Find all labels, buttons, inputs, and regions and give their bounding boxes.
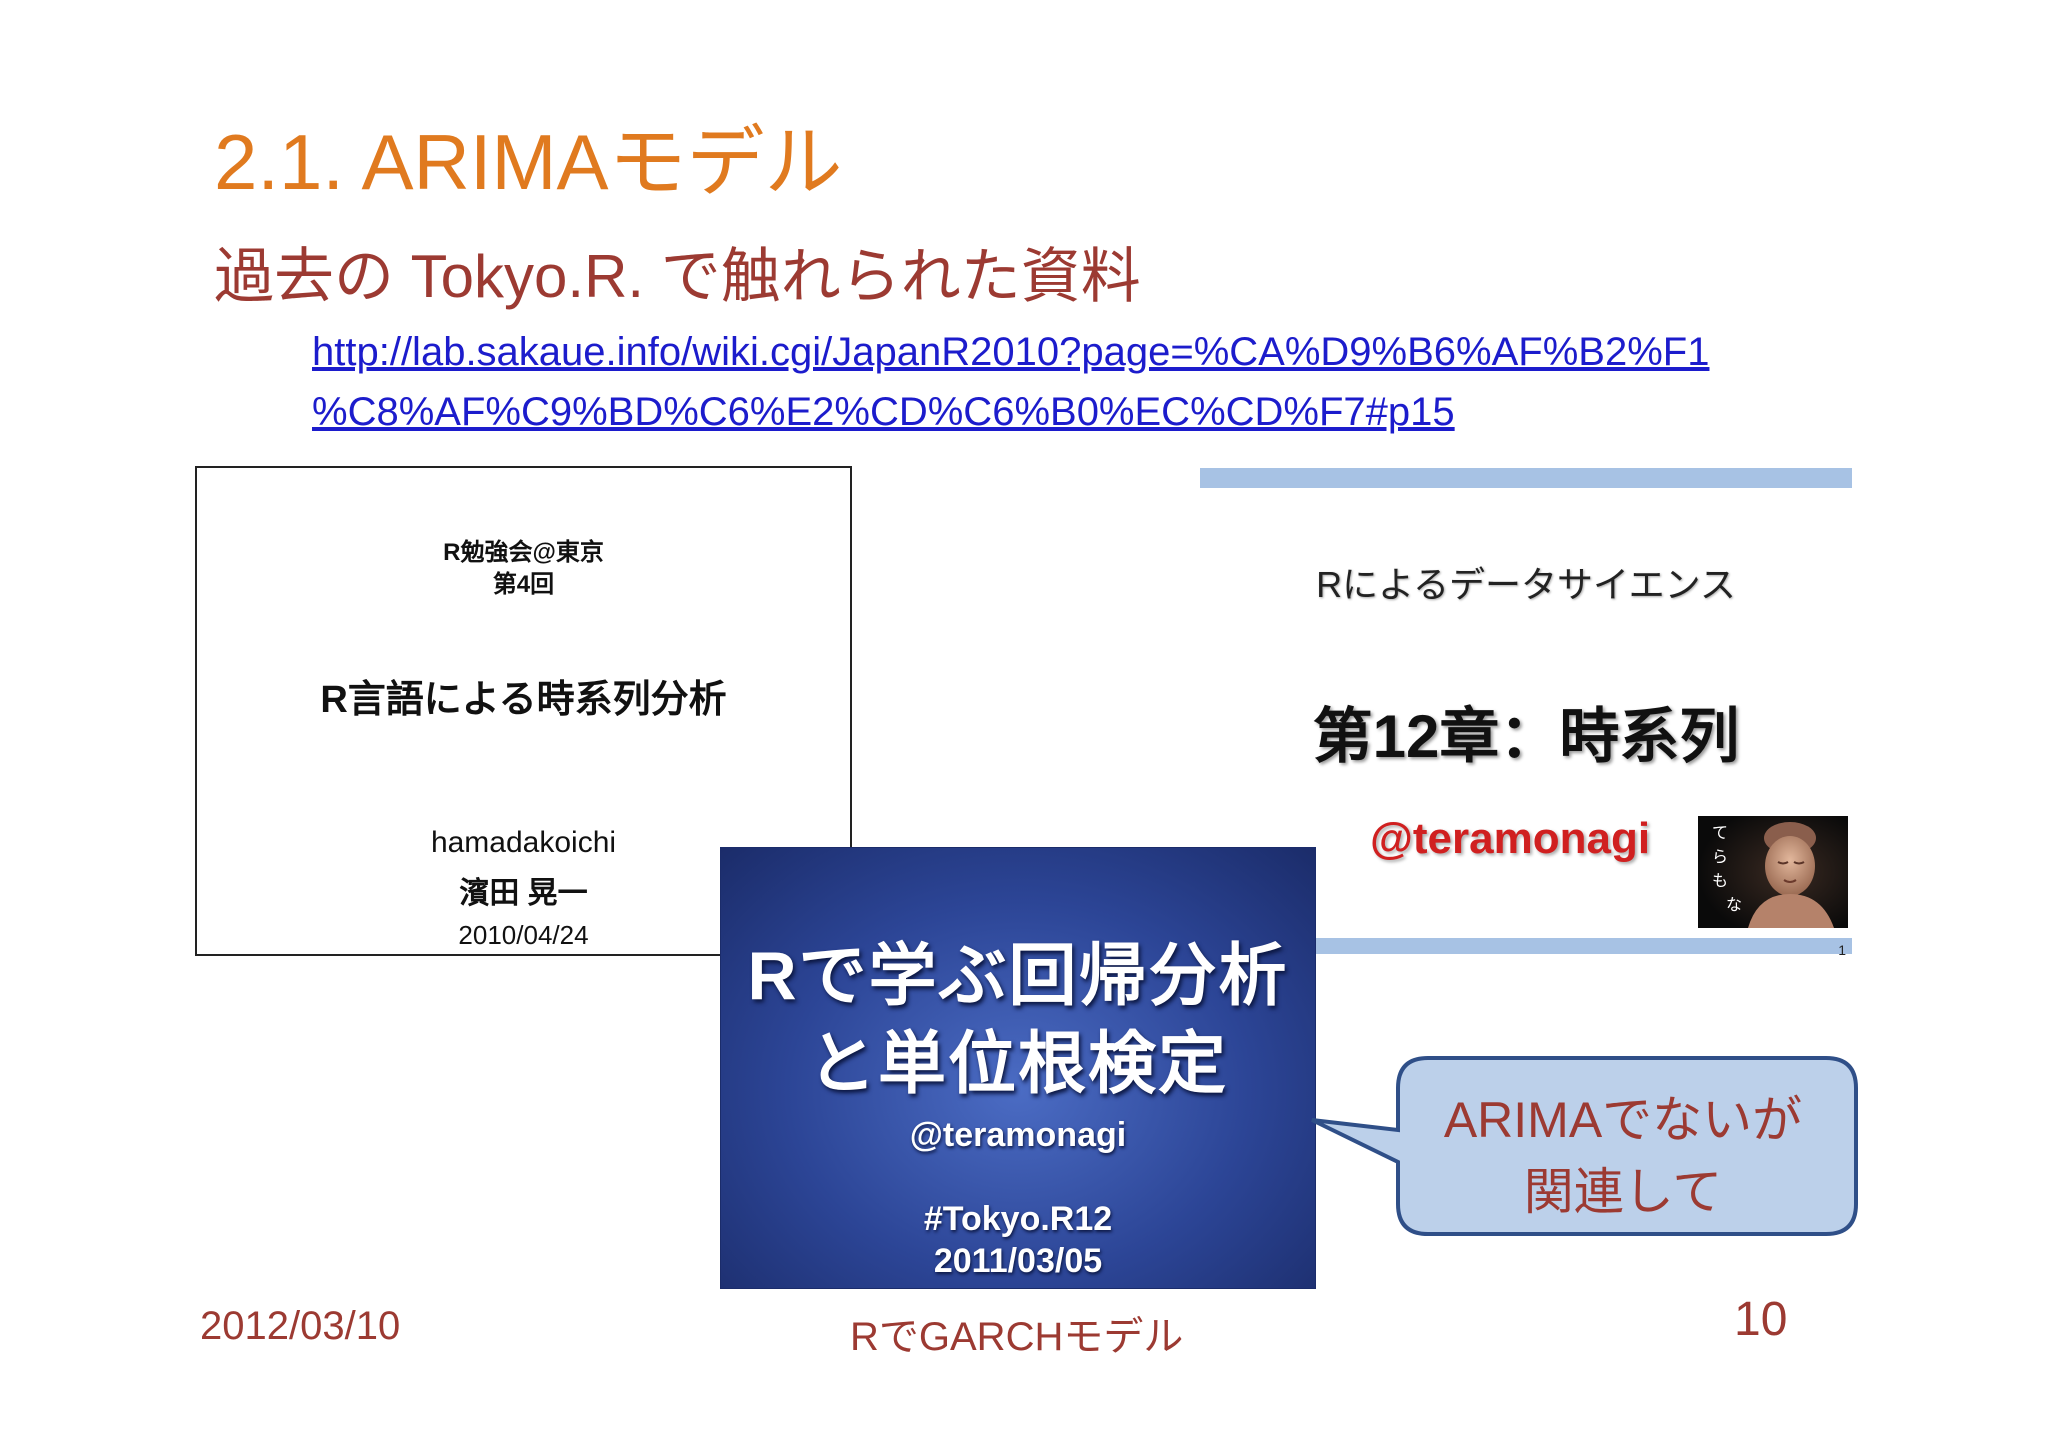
page-number: 10 <box>1734 1293 1788 1346</box>
thumbnail-title: R言語による時系列分析 <box>320 679 727 721</box>
svg-text:て: て <box>1712 823 1728 842</box>
thumbnail-header: R勉強会@東京 <box>443 539 604 566</box>
thumbnail-event-tag: #Tokyo.R12 <box>923 1200 1113 1238</box>
slide-title: 2.1. ARIMAモデル <box>214 118 843 206</box>
reference-link-line2[interactable]: %C8%AF%C9%BD%C6%E2%CD%C6%B0%EC%CD%F7#p15 <box>312 390 1455 434</box>
slide-subtitle: 過去の Tokyo.R. で触れられた資料 <box>214 243 1141 310</box>
footer-date: 2012/03/10 <box>200 1304 401 1348</box>
buddha-photo: て ら も な <box>1698 816 1848 928</box>
thumbnail-title-line1: Rで学ぶ回帰分析 <box>747 938 1289 1014</box>
thumbnail-author-handle: @teramonagi <box>1370 814 1651 863</box>
speech-callout: ARIMAでないが 関連して <box>1300 1052 1860 1242</box>
thumbnail-author-handle: @teramonagi <box>909 1116 1127 1154</box>
buddha-image-icon: て ら も な <box>1698 816 1848 928</box>
thumbnail-date: 2010/04/24 <box>458 920 589 950</box>
reference-link[interactable]: http://lab.sakaue.info/wiki.cgi/JapanR20… <box>312 322 1852 442</box>
callout-bubble-icon <box>1311 1056 1858 1236</box>
thumbnail-bottom-bar <box>1200 938 1852 954</box>
thumbnail-top-bar <box>1200 468 1852 488</box>
footer-title: RでGARCHモデル <box>850 1315 1184 1359</box>
thumbnail-author-name: 濱田 晃一 <box>459 877 588 910</box>
thumbnail-author: hamadakoichi <box>430 826 617 859</box>
callout-line2: 関連して <box>1523 1164 1723 1220</box>
thumbnail-session: 第4回 <box>492 571 555 598</box>
thumbnail-chapter-title: 第12章：時系列 <box>1312 703 1740 770</box>
svg-text:ら: ら <box>1712 847 1728 866</box>
svg-text:も: も <box>1712 871 1728 890</box>
thumbnail-date: 2011/03/05 <box>933 1242 1103 1280</box>
thumbnail-page-number: 1 <box>1838 942 1846 958</box>
thumbnail-title-line2: と単位根検定 <box>807 1026 1228 1102</box>
slide-thumbnail-timeseries-analysis: R勉強会@東京 第4回 R言語による時系列分析 hamadakoichi 濱田 … <box>195 466 852 956</box>
slide-thumbnail-regression: Rで学ぶ回帰分析 と単位根検定 @teramonagi #Tokyo.R12 2… <box>721 848 1315 1288</box>
callout-line1: ARIMAでないが <box>1443 1092 1803 1148</box>
svg-text:な: な <box>1726 895 1742 914</box>
reference-link-line1[interactable]: http://lab.sakaue.info/wiki.cgi/JapanR20… <box>312 330 1710 374</box>
thumbnail-series-title: Rによるデータサイエンス <box>1316 564 1736 605</box>
